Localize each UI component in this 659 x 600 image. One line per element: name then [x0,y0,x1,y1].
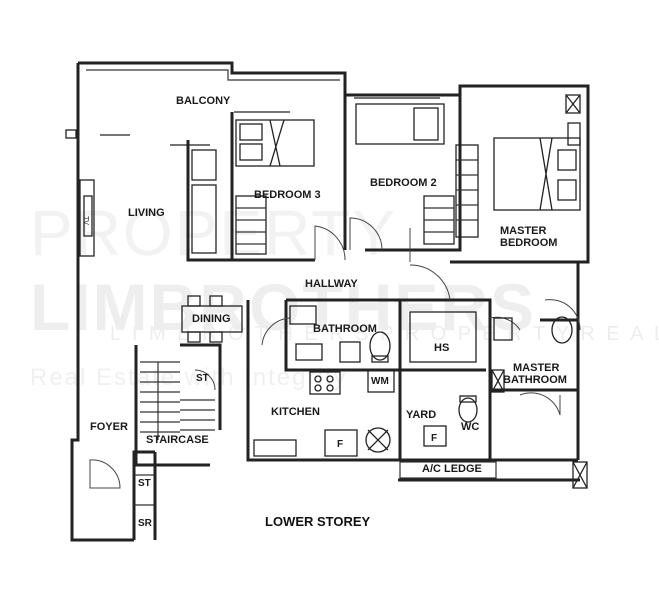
label-master-bedroom-line1: MASTER [500,225,547,237]
label-ac-ledge: A/C LEDGE [422,463,482,475]
label-st-upper: ST [196,373,209,384]
room-labels: BALCONY LIVING BEDROOM 3 BEDROOM 2 MASTE… [90,95,567,529]
plan-caption: LOWER STOREY [265,514,371,529]
sliding-doors [100,97,440,146]
label-balcony: BALCONY [176,95,231,107]
label-dining: DINING [192,313,231,325]
label-master-bathroom-line2: BATHROOM [503,374,567,386]
label-hallway: HALLWAY [305,278,358,290]
tv-unit: TV [82,195,93,237]
windows [65,94,588,489]
label-kitchen: KITCHEN [271,406,320,418]
label-bathroom: BATHROOM [313,323,377,335]
label-foyer: FOYER [90,421,128,433]
label-fridge-yard: F [431,433,437,444]
watermark-line2: LIMBROTHERS [30,270,536,344]
label-wc: WC [461,421,479,433]
label-bedroom-2: BEDROOM 2 [370,177,437,189]
label-master-bedroom-line2: BEDROOM [500,237,557,249]
label-sr: SR [138,518,153,529]
label-master-bathroom-line1: MASTER [513,362,560,374]
label-st-lower: ST [138,478,151,489]
label-fridge-kitchen: F [337,439,343,450]
label-staircase: STAIRCASE [146,434,209,446]
label-living: LIVING [128,207,165,219]
tv-label: TV [82,216,89,225]
door-swings [89,217,581,489]
label-bedroom-3: BEDROOM 3 [254,189,321,201]
label-yard: YARD [406,409,436,421]
watermark-line1: PROPERTY [30,197,397,269]
furniture [181,103,581,479]
walls [70,61,590,542]
label-hs: HS [434,342,449,354]
label-wm: WM [371,376,389,387]
